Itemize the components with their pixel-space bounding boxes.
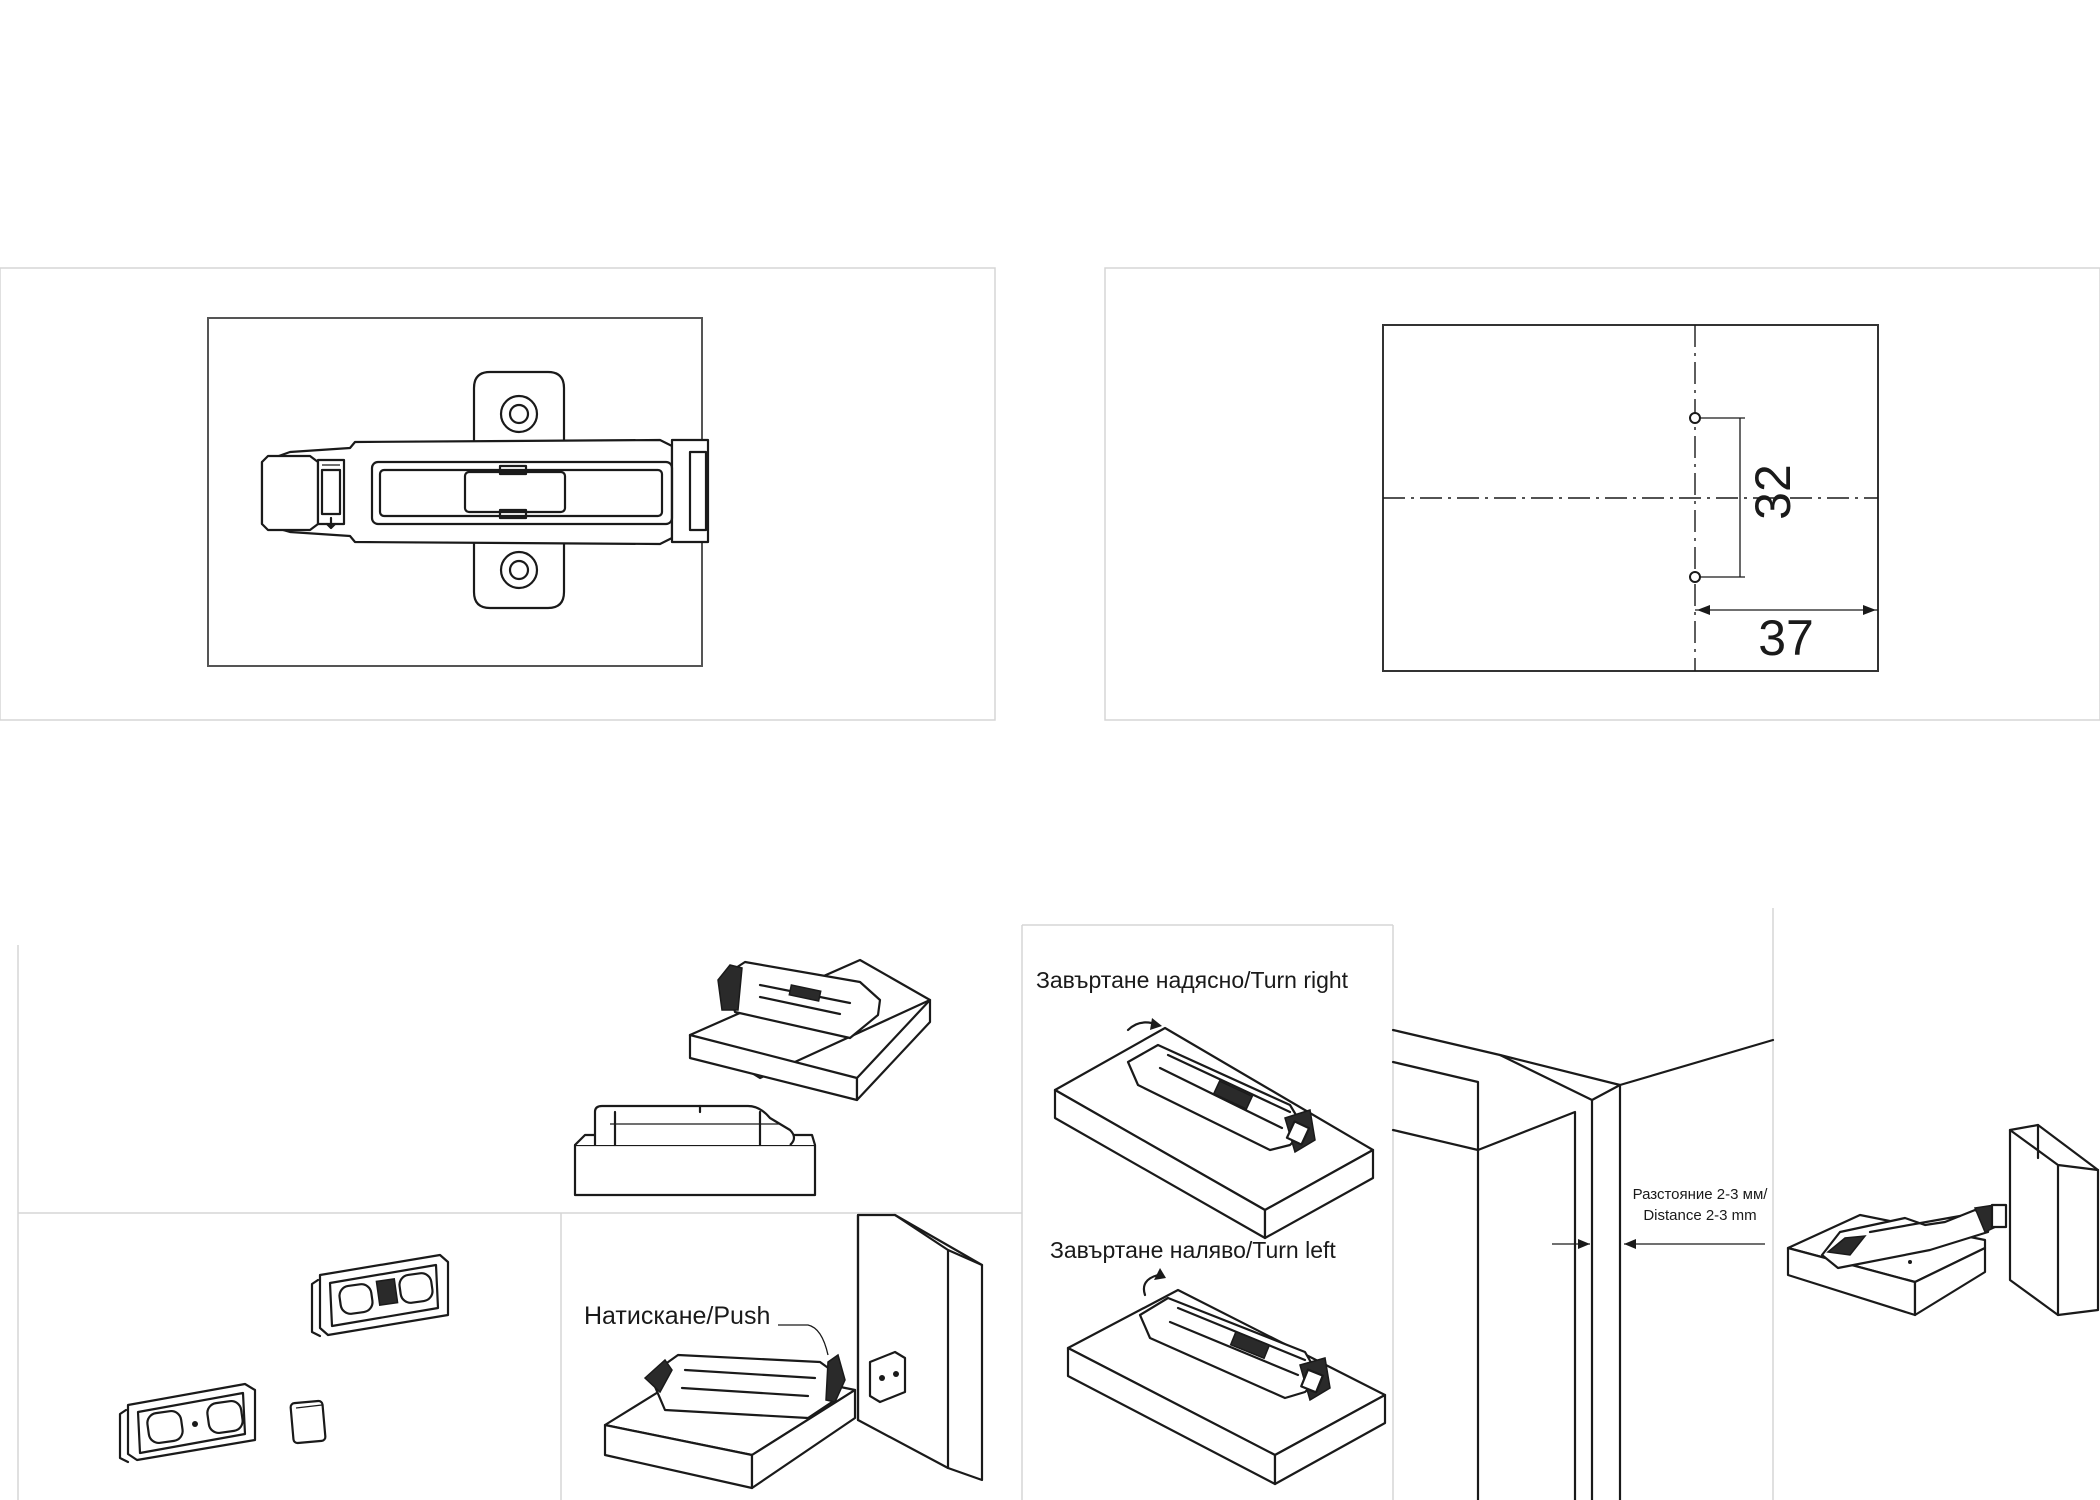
striker-plates-panel bbox=[118, 1253, 450, 1464]
turn-panel: Завъртане надясно/Turn right Завъртане н… bbox=[1036, 967, 1387, 1486]
drill-hole-bottom bbox=[1689, 571, 1701, 583]
drilling-template-panel: 32 37 bbox=[1104, 267, 2100, 721]
push-panel: Натискане/Push bbox=[584, 1213, 984, 1490]
dimension-32-text: 32 bbox=[1745, 464, 1801, 520]
distance-label-line2: Distance 2-3 mm bbox=[1643, 1207, 1756, 1224]
turn-right-label: Завъртане надясно/Turn right bbox=[1036, 967, 1349, 993]
cover-cap bbox=[289, 1399, 327, 1445]
latch-device-push bbox=[648, 1353, 844, 1420]
striker-plate-small bbox=[118, 1382, 257, 1464]
hinge-body bbox=[260, 370, 710, 610]
panel-frame bbox=[1104, 267, 2100, 721]
installed-panel bbox=[1786, 1123, 2100, 1317]
door-installed bbox=[2008, 1123, 2100, 1317]
drill-hole-top bbox=[1689, 412, 1701, 424]
distance-label-line1: Разстояние 2-3 мм/ bbox=[1633, 1186, 1769, 1203]
distance-arrows bbox=[1552, 1239, 1765, 1249]
push-label: Натискане/Push bbox=[584, 1302, 770, 1330]
dimension-37: 37 bbox=[1695, 605, 1878, 666]
dimension-37-text: 37 bbox=[1758, 610, 1814, 666]
bottom-frames bbox=[17, 908, 1774, 1500]
turn-left-figure bbox=[1066, 1268, 1387, 1486]
door-push bbox=[856, 1213, 984, 1482]
latch-device-lower bbox=[573, 1104, 817, 1197]
latch-device-upper bbox=[717, 960, 882, 1040]
latch-device-installed bbox=[1820, 1208, 1992, 1270]
hinge-top-view-panel bbox=[0, 267, 996, 721]
distance-panel: Разстояние 2-3 мм/ Distance 2-3 mm bbox=[1391, 1028, 1775, 1500]
step-mount-panel bbox=[573, 958, 932, 1197]
cabinet-top-edge bbox=[1391, 1028, 1775, 1087]
turn-right-figure bbox=[1053, 1018, 1375, 1240]
distance-label-bg bbox=[1625, 1180, 1771, 1230]
panel-frame bbox=[0, 267, 996, 721]
turn-left-label: Завъртане наляво/Turn left bbox=[1050, 1237, 1336, 1263]
striker-plate-large bbox=[310, 1253, 450, 1338]
dimension-32: 32 bbox=[1700, 417, 1801, 578]
